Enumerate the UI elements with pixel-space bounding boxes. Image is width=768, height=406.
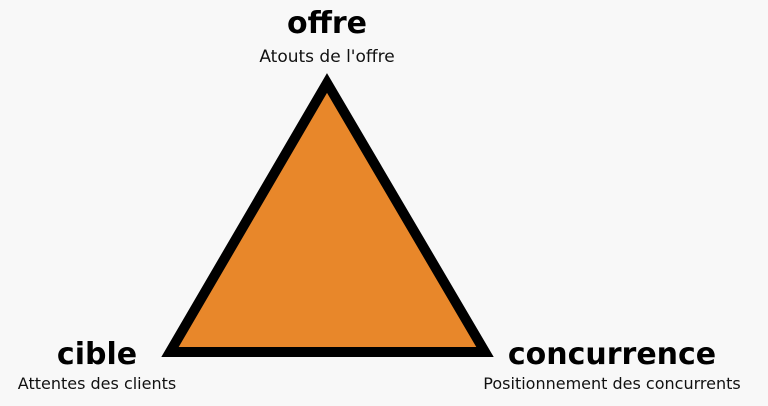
vertex-concurrence-title: concurrence (507, 337, 717, 372)
vertex-cible-subtitle: Attentes des clients (17, 374, 177, 393)
vertex-cible-title: cible (56, 337, 138, 372)
triangle-polygon (161, 73, 494, 357)
vertex-offre-subtitle: Atouts de l'offre (259, 47, 395, 67)
vertex-offre-title: offre (286, 6, 368, 41)
vertex-concurrence-subtitle: Positionnement des concurrents (483, 374, 741, 393)
